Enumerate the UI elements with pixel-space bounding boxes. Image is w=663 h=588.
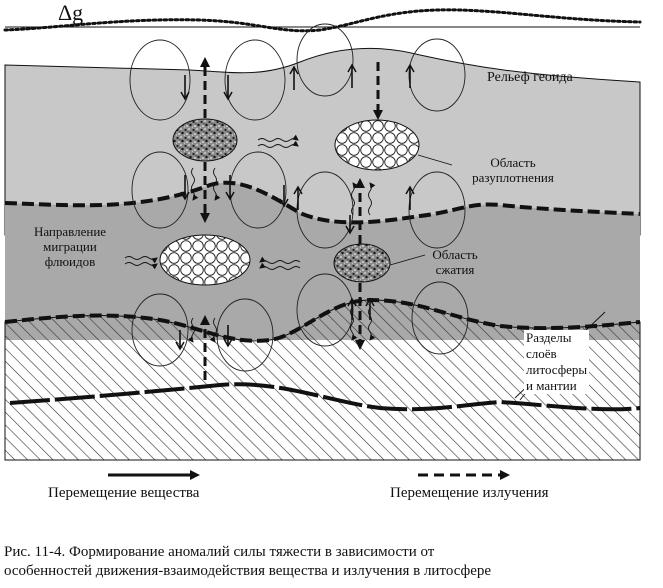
delta-g-label: Δg: [58, 0, 84, 25]
compression-label: Область сжатия: [420, 247, 490, 277]
figure-caption: Рис. 11-4. Формирование аномалий силы тя…: [4, 543, 659, 581]
fluid-migration-label: Направление миграции флюидов: [15, 224, 125, 269]
gravity-anomaly-curve: [3, 8, 642, 33]
fluid-migration-label-line1: Направление: [33, 224, 107, 239]
rarefaction-label-line2: разуплотнения: [472, 170, 554, 185]
rarefaction-zone-middle-fill: [160, 235, 250, 285]
legend-matter-label: Перемещение вещества: [48, 485, 200, 501]
convection-cells: [129, 23, 469, 372]
layer-sections-label: Разделы слоёв литосферы и мантии: [524, 330, 590, 394]
rarefaction-zone-upper-fill: [335, 120, 419, 170]
boundary-lower: [4, 297, 641, 343]
layer-sections-label-line1: Разделы: [526, 330, 572, 345]
layer-middle: [5, 182, 640, 340]
boundary-mantle: [9, 382, 641, 412]
fluid-migration-label-line2: миграции: [43, 239, 97, 254]
compression-label-line2: сжатия: [435, 262, 475, 277]
figure-caption-line2: особенностей движения-взаимодействия вещ…: [4, 563, 492, 579]
layer-sections-label-line4: и мантии: [526, 378, 577, 393]
rarefaction-label: Область разуплотнения: [455, 155, 571, 185]
compression-label-line1: Область: [432, 247, 478, 262]
compression-zone-middle: [333, 243, 391, 283]
compression-zone-upper: [172, 118, 238, 162]
figure-caption-line1: Рис. 11-4. Формирование аномалий силы тя…: [4, 544, 435, 560]
layer-sections-label-line3: литосферы: [526, 362, 588, 377]
geoid-relief-label: Рельеф геоида: [487, 70, 573, 85]
legend-radiation-label: Перемещение излучения: [390, 485, 549, 501]
layer-sections-label-line2: слоёв: [526, 346, 557, 361]
fluid-migration-arrows: [124, 134, 376, 343]
boundary-upper: [4, 180, 641, 225]
fluid-migration-label-line3: флюидов: [44, 254, 96, 269]
layer-upper: [4, 47, 641, 236]
radiation-arrows: [200, 57, 383, 380]
rarefaction-label-line1: Область: [490, 155, 536, 170]
